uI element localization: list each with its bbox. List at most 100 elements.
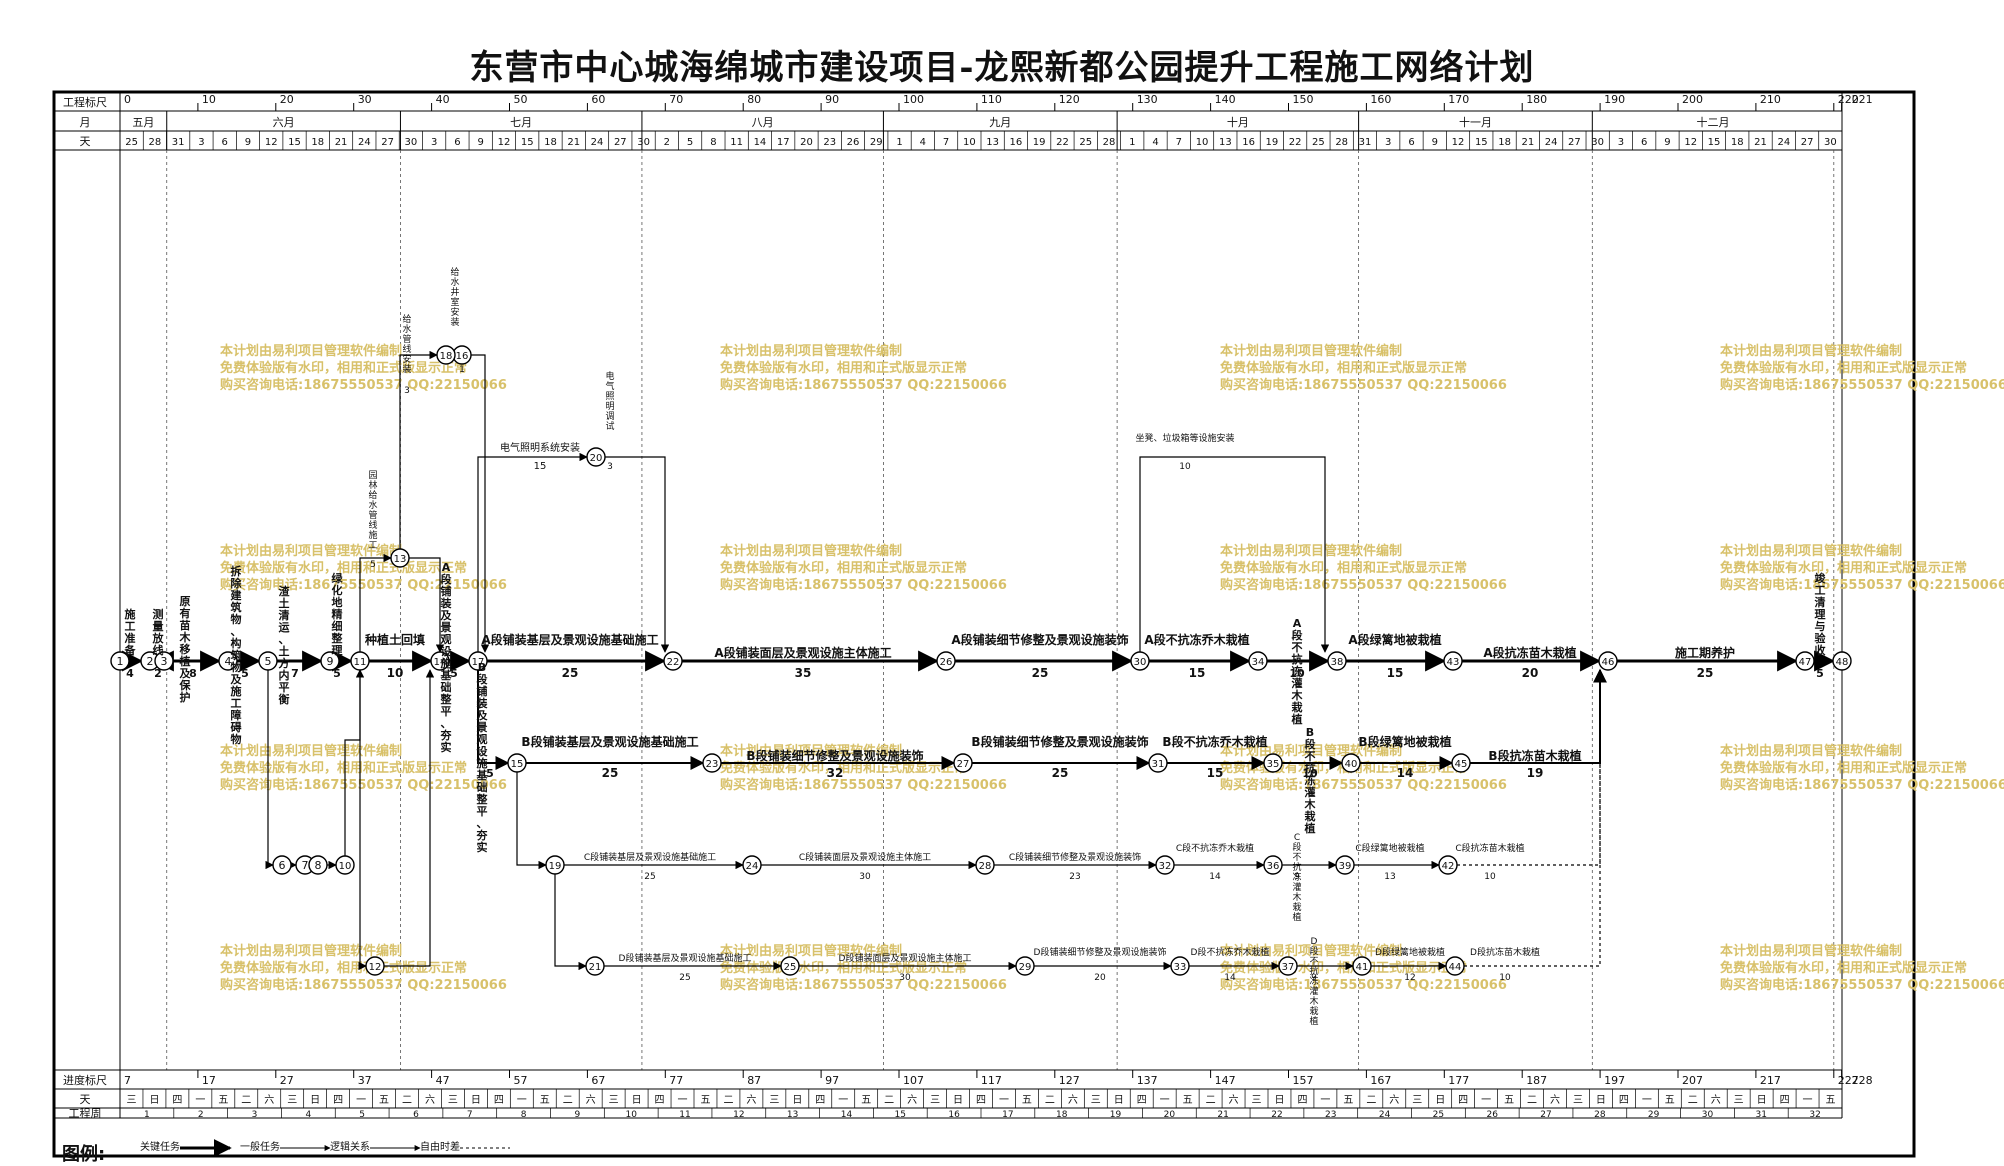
scale-tick-label: 120 [1059, 93, 1080, 106]
node-31: 31 [1148, 753, 1168, 773]
task-duration: 9 [1311, 973, 1317, 983]
node-number: 43 [1447, 657, 1460, 668]
task-duration: 5 [450, 667, 458, 680]
day-label: 18 [311, 137, 324, 148]
node-23: 23 [702, 753, 722, 773]
watermark-text: 购买咨询电话:18675550537 QQ:22150066 [1720, 377, 2004, 393]
weekday-label: 六 [425, 1094, 435, 1106]
vertical-char: 化 [332, 583, 343, 597]
vertical-char: 室 [450, 296, 459, 308]
week-label: 1 [144, 1110, 150, 1120]
weekday-label: 四 [1780, 1095, 1790, 1106]
vertical-char: 木 [179, 630, 192, 644]
vertical-char: 管 [402, 333, 411, 345]
scale-tick-label: 20 [280, 93, 294, 106]
weekday-label: 日 [310, 1095, 320, 1106]
weekday-label: 一 [1160, 1095, 1170, 1106]
task-name: 坐凳、垃圾箱等设施安装 [1135, 432, 1234, 444]
vertical-char: 除 [231, 576, 243, 590]
scale-tick-label: 50 [514, 93, 528, 106]
task-name: 电气照明系统安装 [500, 441, 580, 454]
vertical-char: 施 [368, 529, 377, 541]
day-label: 6 [1641, 137, 1647, 148]
weekday-label: 日 [1596, 1095, 1606, 1106]
day-label: 20 [800, 137, 813, 148]
task-duration: 25 [644, 872, 655, 882]
vertical-char: 水 [450, 276, 459, 288]
node-circle [1130, 651, 1150, 671]
vertical-char: 植 [1292, 911, 1301, 923]
task-duration: 15 [1387, 666, 1404, 680]
day-label: 24 [358, 137, 371, 148]
vertical-char: 绿 [332, 571, 344, 585]
watermark-text: 本计划由易利项目管理软件编制 [220, 543, 402, 559]
task-name: C段铺装细节修整及景观设施装饰 [1009, 851, 1141, 863]
task-duration: 5 [1816, 667, 1824, 680]
task-name: B段铺装细节修整及景观设施装饰 [746, 748, 923, 763]
day-label: 3 [1385, 137, 1391, 148]
task-duration: 32 [827, 766, 844, 780]
day-label: 25 [1079, 137, 1092, 148]
weekday-label: 五 [861, 1095, 871, 1106]
vertical-char: 给 [450, 266, 459, 278]
edge-17-15 [477, 670, 510, 770]
month-label: 九月 [989, 116, 1011, 129]
vertical-char: 安 [402, 353, 411, 365]
node-number: 35 [1267, 759, 1280, 770]
day-label: 15 [288, 137, 301, 148]
vertical-char: 管 [368, 509, 377, 521]
vertical-char: 明 [605, 401, 614, 412]
node-21: 21 [585, 956, 605, 976]
day-label: 14 [754, 137, 767, 148]
edge-11-13 [359, 553, 392, 652]
node-number: 48 [1836, 657, 1849, 668]
node-5: 5 [258, 651, 278, 671]
progress-tick-label: 87 [747, 1074, 761, 1087]
week-label: 10 [625, 1110, 637, 1120]
day-label: 18 [1731, 137, 1744, 148]
node-circle [1445, 956, 1465, 976]
week-label: 28 [1594, 1110, 1606, 1120]
node-9: 9 [320, 651, 340, 671]
vertical-char: 线 [368, 519, 377, 531]
task-duration: 5 [486, 767, 494, 780]
day-label: 16 [1242, 137, 1255, 148]
task-name: 种植土回填 [364, 632, 425, 647]
day-label: 19 [1266, 137, 1279, 148]
legend-item-label: 一般任务 [240, 1140, 280, 1153]
node-circle [335, 855, 355, 875]
vertical-char: 筑 [231, 600, 242, 614]
month-label: 六月 [273, 116, 295, 129]
task-duration: 23 [1069, 872, 1080, 882]
day-label: 9 [1432, 137, 1438, 148]
node-14: 14 [430, 651, 450, 671]
task-duration: 3 [607, 462, 613, 472]
weekday-label: 一 [1481, 1095, 1491, 1106]
day-label: 31 [172, 137, 185, 148]
vertical-char: 线 [402, 343, 411, 355]
day-label: 21 [335, 137, 348, 148]
node-25: 25 [780, 956, 800, 976]
node-number: 32 [1159, 861, 1172, 872]
weekday-label: 五 [1665, 1095, 1675, 1106]
task-name: A段不抗冻乔木栽植 [1144, 632, 1249, 647]
task-name: C段不抗冻乔木栽植 [1176, 842, 1254, 854]
node-38: 38 [1327, 651, 1347, 671]
weekday-label: 六 [746, 1094, 756, 1106]
node-48: 48 [1832, 651, 1852, 671]
node-28: 28 [975, 855, 995, 875]
weekday-label: 一 [1642, 1095, 1652, 1106]
node-circle [975, 855, 995, 875]
day-label: 28 [1335, 137, 1348, 148]
week-label: 9 [575, 1110, 581, 1120]
node-number: 45 [1455, 759, 1468, 770]
vertical-char: 水 [402, 323, 411, 335]
day-label: 13 [986, 137, 999, 148]
